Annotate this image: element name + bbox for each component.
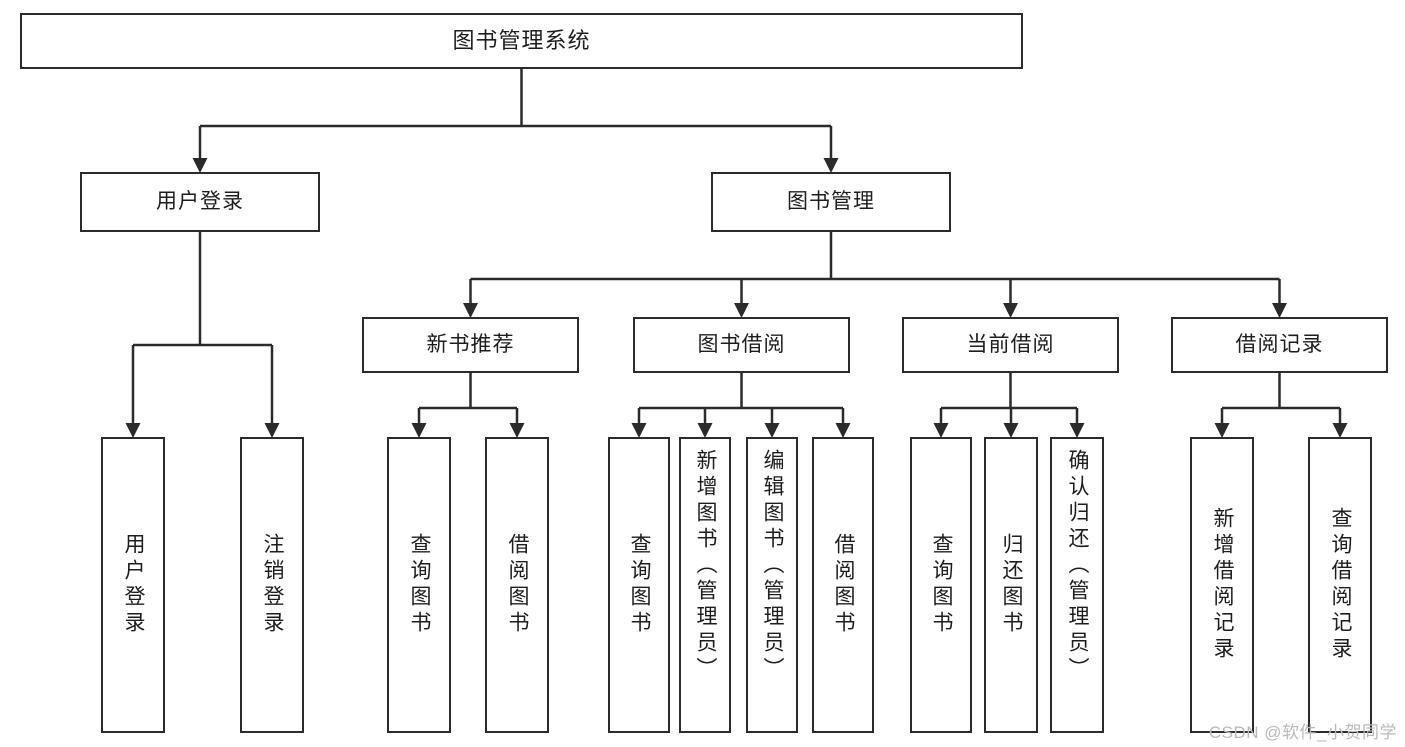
node-label: 图书管理系统 — [452, 28, 591, 54]
node-newbook[interactable]: 新书推荐 — [362, 317, 579, 373]
node-login[interactable]: 用户登录 — [80, 172, 320, 232]
node-current[interactable]: 当前借阅 — [902, 317, 1119, 373]
node-label: 借阅记录 — [1235, 332, 1324, 356]
node-l-add[interactable]: 新增图书（管理员） — [679, 437, 731, 733]
node-bookmgmt[interactable]: 图书管理 — [711, 172, 951, 232]
node-label: 编辑图书（管理员） — [761, 449, 785, 683]
node-borrow[interactable]: 图书借阅 — [633, 317, 850, 373]
node-l-edit[interactable]: 编辑图书（管理员） — [746, 437, 798, 733]
node-label: 确认归还（管理员） — [1066, 449, 1090, 683]
node-l-b1[interactable]: 借阅图书 — [485, 437, 549, 733]
node-label: 借阅图书 — [832, 533, 856, 637]
node-l-addrec[interactable]: 新增借阅记录 — [1190, 437, 1254, 733]
node-l-qrec[interactable]: 查询借阅记录 — [1308, 437, 1372, 733]
node-label: 借阅图书 — [506, 533, 530, 637]
watermark: CSDN @软件_小贺同学 — [1208, 723, 1397, 742]
node-label: 查询图书 — [930, 533, 954, 637]
node-l-q2[interactable]: 查询图书 — [608, 437, 670, 733]
node-l-q3[interactable]: 查询图书 — [910, 437, 972, 733]
node-label: 查询图书 — [628, 533, 652, 637]
node-record[interactable]: 借阅记录 — [1171, 317, 1388, 373]
node-l-ret[interactable]: 归还图书 — [984, 437, 1038, 733]
node-l-login[interactable]: 用户登录 — [101, 437, 165, 733]
node-label: 查询图书 — [408, 533, 432, 637]
node-l-q1[interactable]: 查询图书 — [387, 437, 451, 733]
node-label: 用户登录 — [122, 533, 146, 637]
node-label: 当前借阅 — [966, 332, 1055, 356]
node-label: 查询借阅记录 — [1329, 507, 1353, 663]
node-label: 图书借阅 — [697, 332, 786, 356]
node-label: 新书推荐 — [426, 332, 515, 356]
node-root[interactable]: 图书管理系统 — [20, 13, 1023, 69]
node-label: 归还图书 — [1000, 533, 1024, 637]
node-label: 注销登录 — [261, 533, 285, 637]
node-label: 新增借阅记录 — [1211, 507, 1235, 663]
node-label: 新增图书（管理员） — [694, 449, 718, 683]
node-l-conf[interactable]: 确认归还（管理员） — [1050, 437, 1104, 733]
node-label: 图书管理 — [787, 189, 875, 213]
node-l-logout[interactable]: 注销登录 — [240, 437, 304, 733]
node-label: 用户登录 — [156, 189, 244, 213]
node-l-b2[interactable]: 借阅图书 — [812, 437, 874, 733]
